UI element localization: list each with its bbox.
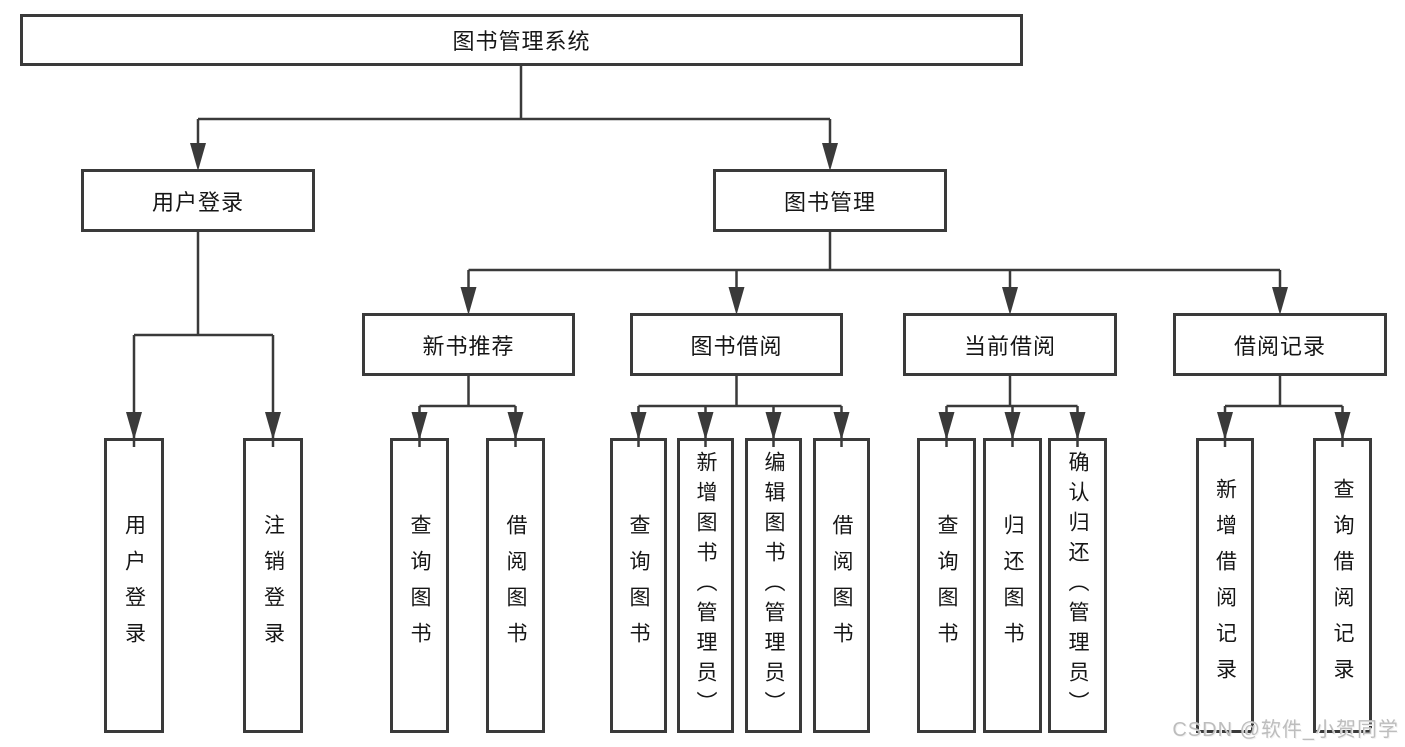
leaf-br-query-record: 查询借阅记录 — [1313, 438, 1372, 733]
leaf-br-query-record-label: 查询借阅记录 — [1331, 477, 1354, 694]
leaf-cb-query-book: 查询图书 — [917, 438, 976, 733]
leaf-logout: 注销登录 — [243, 438, 303, 733]
leaf-logout-label: 注销登录 — [261, 513, 285, 658]
node-book-management: 图书管理 — [713, 169, 947, 232]
leaf-cb-confirm-return-admin: 确认归还（管理员） — [1048, 438, 1107, 733]
node-new-book-recommendation: 新书推荐 — [362, 313, 575, 376]
watermark: CSDN @软件_小贺同学 — [1172, 719, 1399, 741]
node-user-login: 用户登录 — [81, 169, 315, 232]
leaf-bb-query-book-label: 查询图书 — [627, 513, 650, 658]
leaf-bb-query-book: 查询图书 — [610, 438, 667, 733]
leaf-cb-return-book-label: 归还图书 — [1001, 513, 1024, 658]
leaf-cb-query-book-label: 查询图书 — [935, 513, 958, 658]
leaf-br-add-record-label: 新增借阅记录 — [1213, 477, 1237, 694]
leaf-bb-edit-book-admin: 编辑图书（管理员） — [745, 438, 802, 733]
leaf-user-login-label: 用户登录 — [122, 513, 146, 658]
leaf-user-login: 用户登录 — [104, 438, 164, 733]
node-current-borrowing: 当前借阅 — [903, 313, 1117, 376]
leaf-bb-edit-book-admin-label: 编辑图书（管理员） — [762, 450, 785, 721]
leaf-cb-confirm-return-admin-label: 确认归还（管理员） — [1066, 450, 1089, 721]
leaf-nbr-borrow-book: 借阅图书 — [486, 438, 545, 733]
leaf-bb-add-book-admin-label: 新增图书（管理员） — [694, 450, 717, 721]
node-borrowing-records: 借阅记录 — [1173, 313, 1387, 376]
leaf-bb-add-book-admin: 新增图书（管理员） — [677, 438, 734, 733]
leaf-nbr-query-book-label: 查询图书 — [408, 513, 431, 658]
leaf-nbr-query-book: 查询图书 — [390, 438, 449, 733]
node-book-borrowing: 图书借阅 — [630, 313, 843, 376]
leaf-cb-return-book: 归还图书 — [983, 438, 1042, 733]
leaf-bb-borrow-book: 借阅图书 — [813, 438, 870, 733]
leaf-br-add-record: 新增借阅记录 — [1196, 438, 1254, 733]
leaf-bb-borrow-book-label: 借阅图书 — [830, 513, 853, 658]
node-library-management-system: 图书管理系统 — [20, 14, 1023, 66]
leaf-nbr-borrow-book-label: 借阅图书 — [504, 513, 527, 658]
